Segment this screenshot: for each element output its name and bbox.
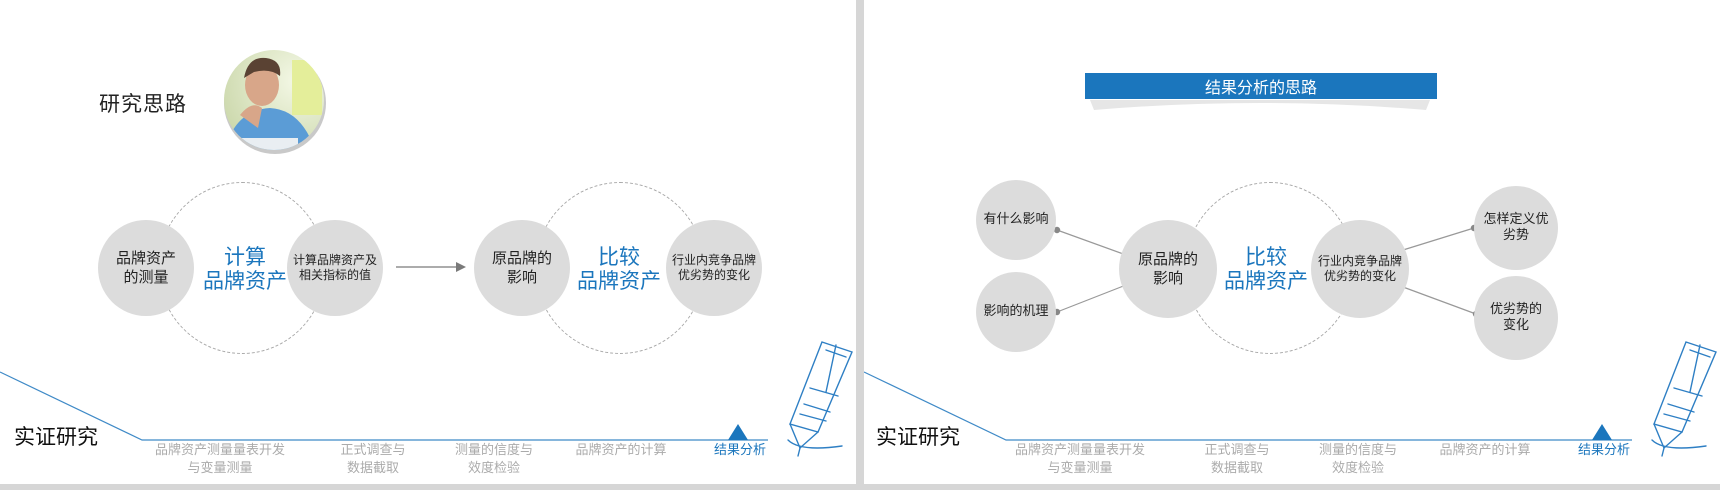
section-label: 实证研究 xyxy=(876,425,960,449)
circle-competitor-change: 行业内竞争品牌 优劣势的变化 xyxy=(666,220,762,316)
circle-brand-equity-measure: 品牌资产 的测量 xyxy=(98,220,194,316)
center-label-calculate: 计算 品牌资产 xyxy=(203,245,287,294)
satellite-define-advantage: 怎样定义优 劣势 xyxy=(1474,186,1558,270)
slide-result-analysis: 结果分析的思路 有什么影响 影响的机理 怎样定义优 劣势 优劣势的 变化 原品牌… xyxy=(864,0,1720,484)
timeline-line xyxy=(864,371,1632,441)
slide-title: 研究思路 xyxy=(99,92,187,116)
circle-competitor-change: 行业内竞争品牌 优劣势的变化 xyxy=(1311,220,1409,318)
satellite-what-impact: 有什么影响 xyxy=(976,180,1056,260)
nav-item-scale-dev[interactable]: 品牌资产测量量表开发 与变量测量 xyxy=(1014,443,1145,477)
nav-item-equity-calc[interactable]: 品牌资产的计算 xyxy=(1439,443,1531,458)
nav-item-survey[interactable]: 正式调查与 数据截取 xyxy=(1204,443,1270,477)
center-label-compare: 比较 品牌资产 xyxy=(1224,245,1308,294)
banner-ribbon-shadow xyxy=(1090,100,1430,110)
nav-item-result-analysis[interactable]: 结果分析 xyxy=(713,443,766,458)
pen-sketch-icon xyxy=(787,341,853,457)
nav-item-result-analysis[interactable]: 结果分析 xyxy=(1577,443,1630,458)
circle-original-brand-impact: 原品牌的 影响 xyxy=(474,220,570,316)
slide-research-approach: 研究思路 品牌资产 的测量 计算品牌资产及 相关指标的值 计算 品牌资产 原品牌… xyxy=(0,0,856,484)
active-marker-icon xyxy=(1592,424,1612,440)
avatar-photo xyxy=(224,50,326,154)
nav-item-equity-calc[interactable]: 品牌资产的计算 xyxy=(575,443,667,458)
center-label-compare: 比较 品牌资产 xyxy=(577,245,661,294)
banner-title: 结果分析的思路 xyxy=(1085,73,1437,99)
satellite-impact-mechanism: 影响的机理 xyxy=(976,272,1056,352)
nav-item-scale-dev[interactable]: 品牌资产测量量表开发 与变量测量 xyxy=(154,443,285,477)
circle-calc-values: 计算品牌资产及 相关指标的值 xyxy=(287,220,383,316)
nav-item-survey[interactable]: 正式调查与 数据截取 xyxy=(340,443,406,477)
section-label: 实证研究 xyxy=(14,425,98,449)
nav-item-reliability[interactable]: 测量的信度与 效度检验 xyxy=(1318,443,1397,477)
satellite-advantage-change: 优劣势的 变化 xyxy=(1474,276,1558,360)
circle-original-brand-impact: 原品牌的 影响 xyxy=(1119,220,1217,318)
arrow-right-icon xyxy=(396,262,466,272)
nav-item-reliability[interactable]: 测量的信度与 效度检验 xyxy=(454,443,533,477)
timeline-line xyxy=(0,371,768,441)
active-marker-icon xyxy=(728,424,748,440)
pen-sketch-icon xyxy=(1651,341,1717,457)
